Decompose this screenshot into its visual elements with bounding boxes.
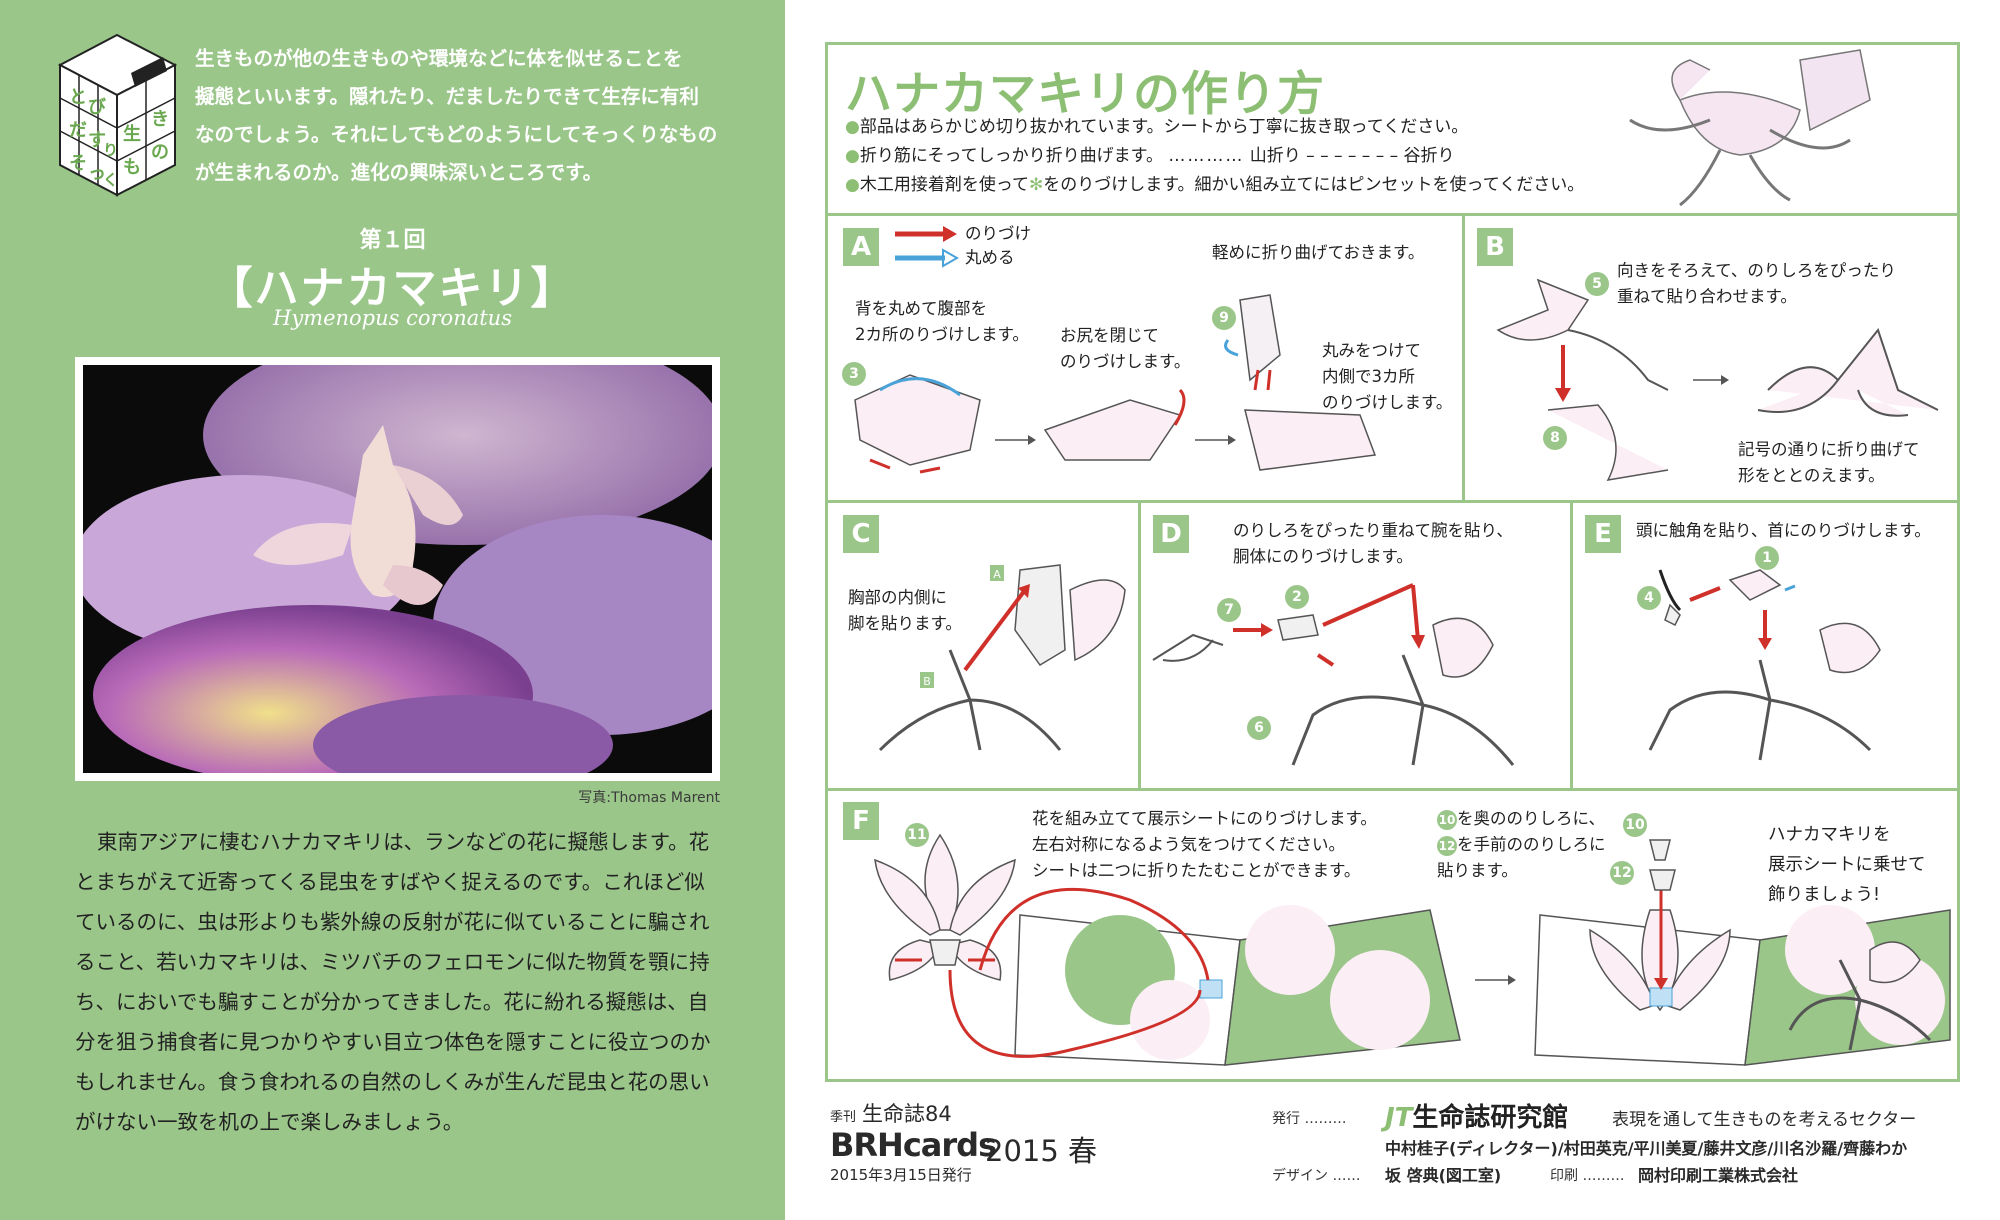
orchid-mantis-image: [83, 365, 712, 773]
footer-magazine: 生命誌84: [862, 1102, 952, 1126]
step-d-diagram: [1152, 583, 1515, 766]
step-c-diagram: A B: [878, 564, 1126, 752]
photo-credit: 写真:Thomas Marent: [578, 790, 720, 806]
step-c-note: 胸部の内側に脚を貼ります。: [848, 588, 962, 633]
glue-mark-icon: ✻: [1029, 175, 1044, 195]
part-number-4: 4: [1637, 586, 1661, 610]
part-number-12: 12: [1437, 836, 1457, 856]
svg-text:く: く: [103, 171, 118, 189]
scientific-name: Hymenopus coronatus: [273, 306, 512, 330]
step-f-note-1: 花を組み立てて展示シートにのりづけします。左右対称になるよう気をつけてください。…: [1032, 809, 1377, 880]
divider: [825, 213, 1960, 216]
step-e-diagram: [1648, 569, 1881, 761]
divider: [1570, 500, 1573, 788]
svg-text:も: も: [123, 157, 141, 178]
intro-line: なのでしょう。それにしてもどのようにしてそっくりなもの: [195, 123, 718, 146]
footer-staff: 中村桂子(ディレクター)/村田英克/平川美夏/藤井文彦/川名沙羅/齊藤わか: [1385, 1139, 1908, 1158]
divider: [1462, 213, 1465, 501]
step-e-note: 頭に触角を貼り、首にのりづけします。: [1636, 521, 1931, 540]
mantis-model-icon: [1629, 49, 1871, 207]
legend-round-label: 丸める: [965, 248, 1015, 267]
step-badge-c: C: [843, 515, 879, 553]
footer-year: 2015 春: [985, 1134, 1098, 1168]
page-title: 【ハナカマキリ】: [208, 263, 577, 314]
footer-brand: BRHcards: [830, 1126, 997, 1164]
step-d-note: のりしろをぴったり重ねて腕を貼り、胴体にのりづけします。: [1233, 521, 1513, 566]
step-badge-b: B: [1477, 228, 1513, 266]
intro-line: 生きものが他の生きものや環境などに体を似せることを: [195, 47, 683, 70]
footer-date: 2015年3月15日発行: [830, 1166, 972, 1184]
svg-text:の: の: [151, 142, 169, 163]
step-badge-d: D: [1153, 515, 1189, 553]
intro-line: が生まれるのか。進化の興味深いところです。: [195, 161, 603, 184]
step-b-note-1: 向きをそろえて、のりしろをぴったり重ねて貼り合わせます。: [1617, 261, 1896, 306]
footer-org: JT生命誌研究館: [1385, 1103, 1569, 1133]
svg-text:B: B: [923, 675, 931, 688]
logo-cube-icon: と び だ す そ っ く り 生 き も の: [57, 33, 178, 197]
instructions-frame: [825, 42, 1960, 1082]
divider: [1138, 500, 1141, 788]
step-b-note-2: 記号の通りに折り曲げて形をととのえます。: [1738, 440, 1920, 485]
part-number-8: 8: [1543, 426, 1567, 450]
part-number-5: 5: [1585, 272, 1609, 296]
footer-publish-label: 発行 ………: [1272, 1111, 1347, 1127]
part-number-9: 9: [1212, 306, 1236, 330]
intro-line: 擬態といいます。隠れたり、だましたりできて生存に有利: [195, 85, 699, 108]
howto-title: ハナカマキリの作り方: [845, 67, 1325, 122]
bullet-item: ●折り筋にそってしっかり折り曲げます。 ………… 山折り – – – – – –…: [845, 146, 1455, 166]
svg-text:び: び: [88, 97, 107, 118]
footer-designer: 坂 啓典(図工室): [1385, 1166, 1502, 1185]
bullet-item: ●木工用接着剤を使って✻をのりづけします。細かい組み立てにはピンセットを使ってく…: [845, 175, 1585, 195]
svg-text:と: と: [69, 87, 87, 108]
part-number-2: 2: [1285, 585, 1309, 609]
step-badge-a: A: [843, 228, 879, 266]
jt-logo: JT: [1385, 1103, 1413, 1133]
footer-print-label: 印刷 ………: [1550, 1168, 1625, 1184]
svg-text:そ: そ: [69, 153, 87, 174]
part-number-12-tag: 12: [1610, 861, 1634, 885]
part-number-6: 6: [1247, 716, 1271, 740]
bullet-item: ●部品はあらかじめ切り抜かれています。シートから丁寧に抜き取ってください。: [845, 117, 1469, 137]
howto-bullets: ●部品はあらかじめ切り抜かれています。シートから丁寧に抜き取ってください。 ●折…: [845, 113, 1584, 200]
part-number-10: 10: [1437, 810, 1457, 830]
body-text: 東南アジアに棲むハナカマキリは、ランなどの花に擬態します。花とまちがえて近寄って…: [75, 830, 711, 1134]
divider: [825, 788, 1960, 791]
part-number-7: 7: [1217, 598, 1241, 622]
footer-kikan: 季刊: [830, 1110, 857, 1125]
svg-text:A: A: [993, 568, 1001, 581]
divider: [825, 500, 1960, 503]
part-number-1: 1: [1755, 546, 1779, 570]
footer-tagline: 表現を通して生きものを考えるセクター: [1612, 1110, 1917, 1130]
step-b-diagram: [1496, 278, 1939, 481]
footer-design-label: デザイン ……: [1272, 1168, 1361, 1184]
step-f-diagram: [874, 833, 1951, 1066]
step-a-diagram: [854, 294, 1377, 474]
legend-arrows-icon: [895, 226, 960, 268]
issue-number: 第１回: [359, 228, 426, 253]
step-a-note-2: お尻を閉じてのりづけします。: [1060, 326, 1191, 371]
legend-glue-label: のりづけ: [965, 224, 1031, 243]
step-f-note-3: ハナカマキリを展示シートに乗せて飾りましょう!: [1768, 825, 1926, 905]
svg-text:生: 生: [123, 123, 141, 145]
step-a-note-3: 軽めに折り曲げておきます。: [1212, 243, 1425, 262]
intro-text: 生きものが他の生きものや環境などに体を似せることを 擬態といいます。隠れたり、だ…: [195, 40, 765, 192]
svg-text:き: き: [151, 109, 169, 130]
step-badge-e: E: [1585, 515, 1621, 553]
step-badge-f: F: [843, 802, 879, 840]
svg-text:す: す: [88, 130, 106, 151]
left-panel: と び だ す そ っ く り 生 き も の 生きものが他の生きものや環境など…: [0, 0, 785, 1220]
svg-text:っ: っ: [88, 163, 106, 184]
footer-printer: 岡村印刷工業株式会社: [1638, 1166, 1799, 1185]
mantis-photo: [75, 357, 720, 781]
svg-text:り: り: [103, 141, 118, 159]
part-number-11: 11: [905, 823, 929, 847]
part-number-10-tag: 10: [1623, 813, 1647, 837]
part-number-3: 3: [842, 362, 866, 386]
svg-text:だ: だ: [69, 120, 87, 141]
step-a-note-4: 丸みをつけて内側で3カ所のりづけします。: [1322, 341, 1453, 412]
